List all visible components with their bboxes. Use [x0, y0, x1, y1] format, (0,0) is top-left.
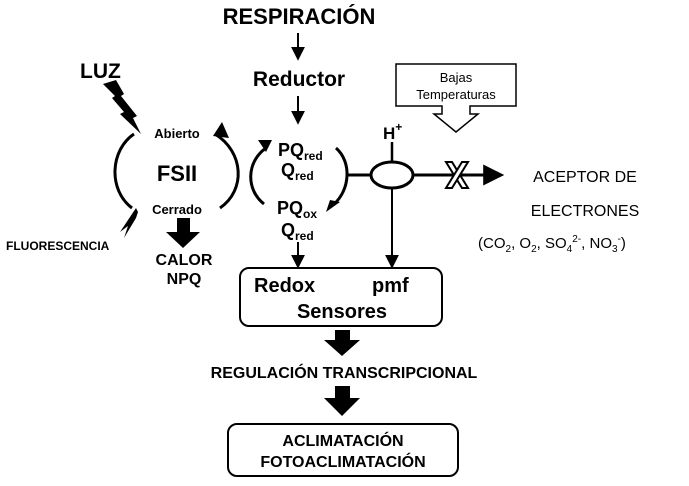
low-temp-line2: Temperaturas [416, 87, 496, 102]
psii-open-label: Abierto [154, 126, 200, 141]
pq-red-label: PQred [278, 140, 323, 163]
acceptor-molecules: (CO2, O2, SO42-, NO3-) [478, 234, 626, 255]
fluorescence-arrow-shape [120, 208, 138, 238]
heat-label-line1: CALOR [156, 252, 213, 269]
proton-label: H+ [383, 120, 402, 143]
psii-right-arc [214, 132, 240, 210]
acclimation-line1: ACLIMATACIÓN [282, 431, 403, 450]
pq-arrowhead-right [326, 200, 340, 212]
sensor-redox-label: Redox [254, 275, 315, 297]
pq-arrowhead-left [258, 140, 272, 152]
heat-label-line2: NPQ [167, 271, 202, 288]
arrow-sensors-regulation [324, 330, 360, 356]
psii-arrowhead-top [213, 122, 229, 138]
q-red-top-label: Qred [281, 160, 314, 183]
sensors-box [239, 267, 443, 327]
acceptor-line2: ELECTRONES [531, 203, 639, 220]
reductor-label: Reductor [253, 68, 345, 91]
block-x-icon [444, 161, 470, 189]
pq-right-arc [332, 146, 349, 206]
psii-closed-label: Cerrado [152, 202, 202, 217]
pq-left-arc [249, 146, 267, 206]
psii-label: FSII [157, 161, 197, 186]
regulation-label: REGULACIÓN TRANSCRIPCIONAL [211, 363, 478, 382]
q-red-bottom-label: Qred [281, 220, 314, 243]
sensor-pmf-label: pmf [372, 275, 409, 297]
lightning-icon [103, 80, 141, 134]
acceptor-line1: ACEPTOR DE [533, 169, 637, 186]
acclimation-box [227, 423, 459, 477]
light-label: LUZ [80, 60, 121, 83]
acclimation-line2: FOTOACLIMATACIÓN [260, 452, 425, 471]
sensors-label: Sensores [297, 301, 387, 323]
low-temperature-callout [395, 63, 517, 133]
low-temp-line1: Bajas [440, 70, 473, 85]
heat-arrow [166, 218, 200, 248]
psii-left-arc [113, 132, 135, 210]
pq-ox-label: PQox [277, 198, 317, 221]
arrow-regulation-acclimation [324, 386, 360, 416]
title-respiracion: RESPIRACIÓN [223, 4, 376, 29]
fluorescence-label: FLUORESCENCIA [6, 239, 110, 253]
proton-gradient-node [369, 160, 415, 190]
